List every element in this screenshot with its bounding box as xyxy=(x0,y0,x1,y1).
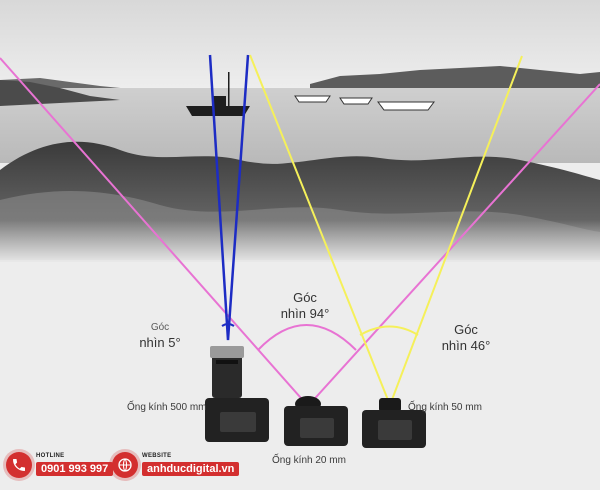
angle-value: nhìn 46° xyxy=(441,338,491,354)
angle-value: nhìn 94° xyxy=(280,306,330,322)
wide-angle-arc xyxy=(257,324,357,351)
camera-normal xyxy=(362,398,426,448)
hotline-badge[interactable]: HOTLINE 0901 993 997 xyxy=(6,452,114,478)
boat-small xyxy=(294,95,435,111)
lens-label-wide: Ống kính 20 mm xyxy=(272,455,346,466)
camera-wide xyxy=(284,396,348,446)
boat-large xyxy=(186,72,250,116)
lens-label-normal: Ống kính 50 mm xyxy=(408,402,482,413)
angle-label-narrow: Góc nhìn 5° xyxy=(137,322,183,351)
normal-angle-arc xyxy=(359,325,419,336)
website-badge[interactable]: WEBSITE anhducdigital.vn xyxy=(112,452,240,478)
hotline-number[interactable]: 0901 993 997 xyxy=(36,462,114,476)
tele-angle-lines xyxy=(208,54,250,341)
angle-caption: Góc xyxy=(454,322,478,337)
phone-icon xyxy=(6,452,32,478)
tele-angle-arc xyxy=(221,323,235,327)
angle-caption: Góc xyxy=(293,290,317,305)
angle-label-normal: Góc nhìn 46° xyxy=(438,322,494,355)
website-caption: WEBSITE xyxy=(142,453,172,459)
angle-value: nhìn 5° xyxy=(139,334,181,350)
website-url[interactable]: anhducdigital.vn xyxy=(142,462,240,476)
hotline-caption: HOTLINE xyxy=(36,453,65,459)
angle-label-wide: Góc nhìn 94° xyxy=(270,290,340,323)
angle-caption: Góc xyxy=(150,322,170,333)
landscape-photo xyxy=(0,0,600,265)
lens-label-tele: Ống kính 500 mm xyxy=(127,402,207,413)
globe-icon xyxy=(112,452,138,478)
camera-tele xyxy=(205,346,269,442)
